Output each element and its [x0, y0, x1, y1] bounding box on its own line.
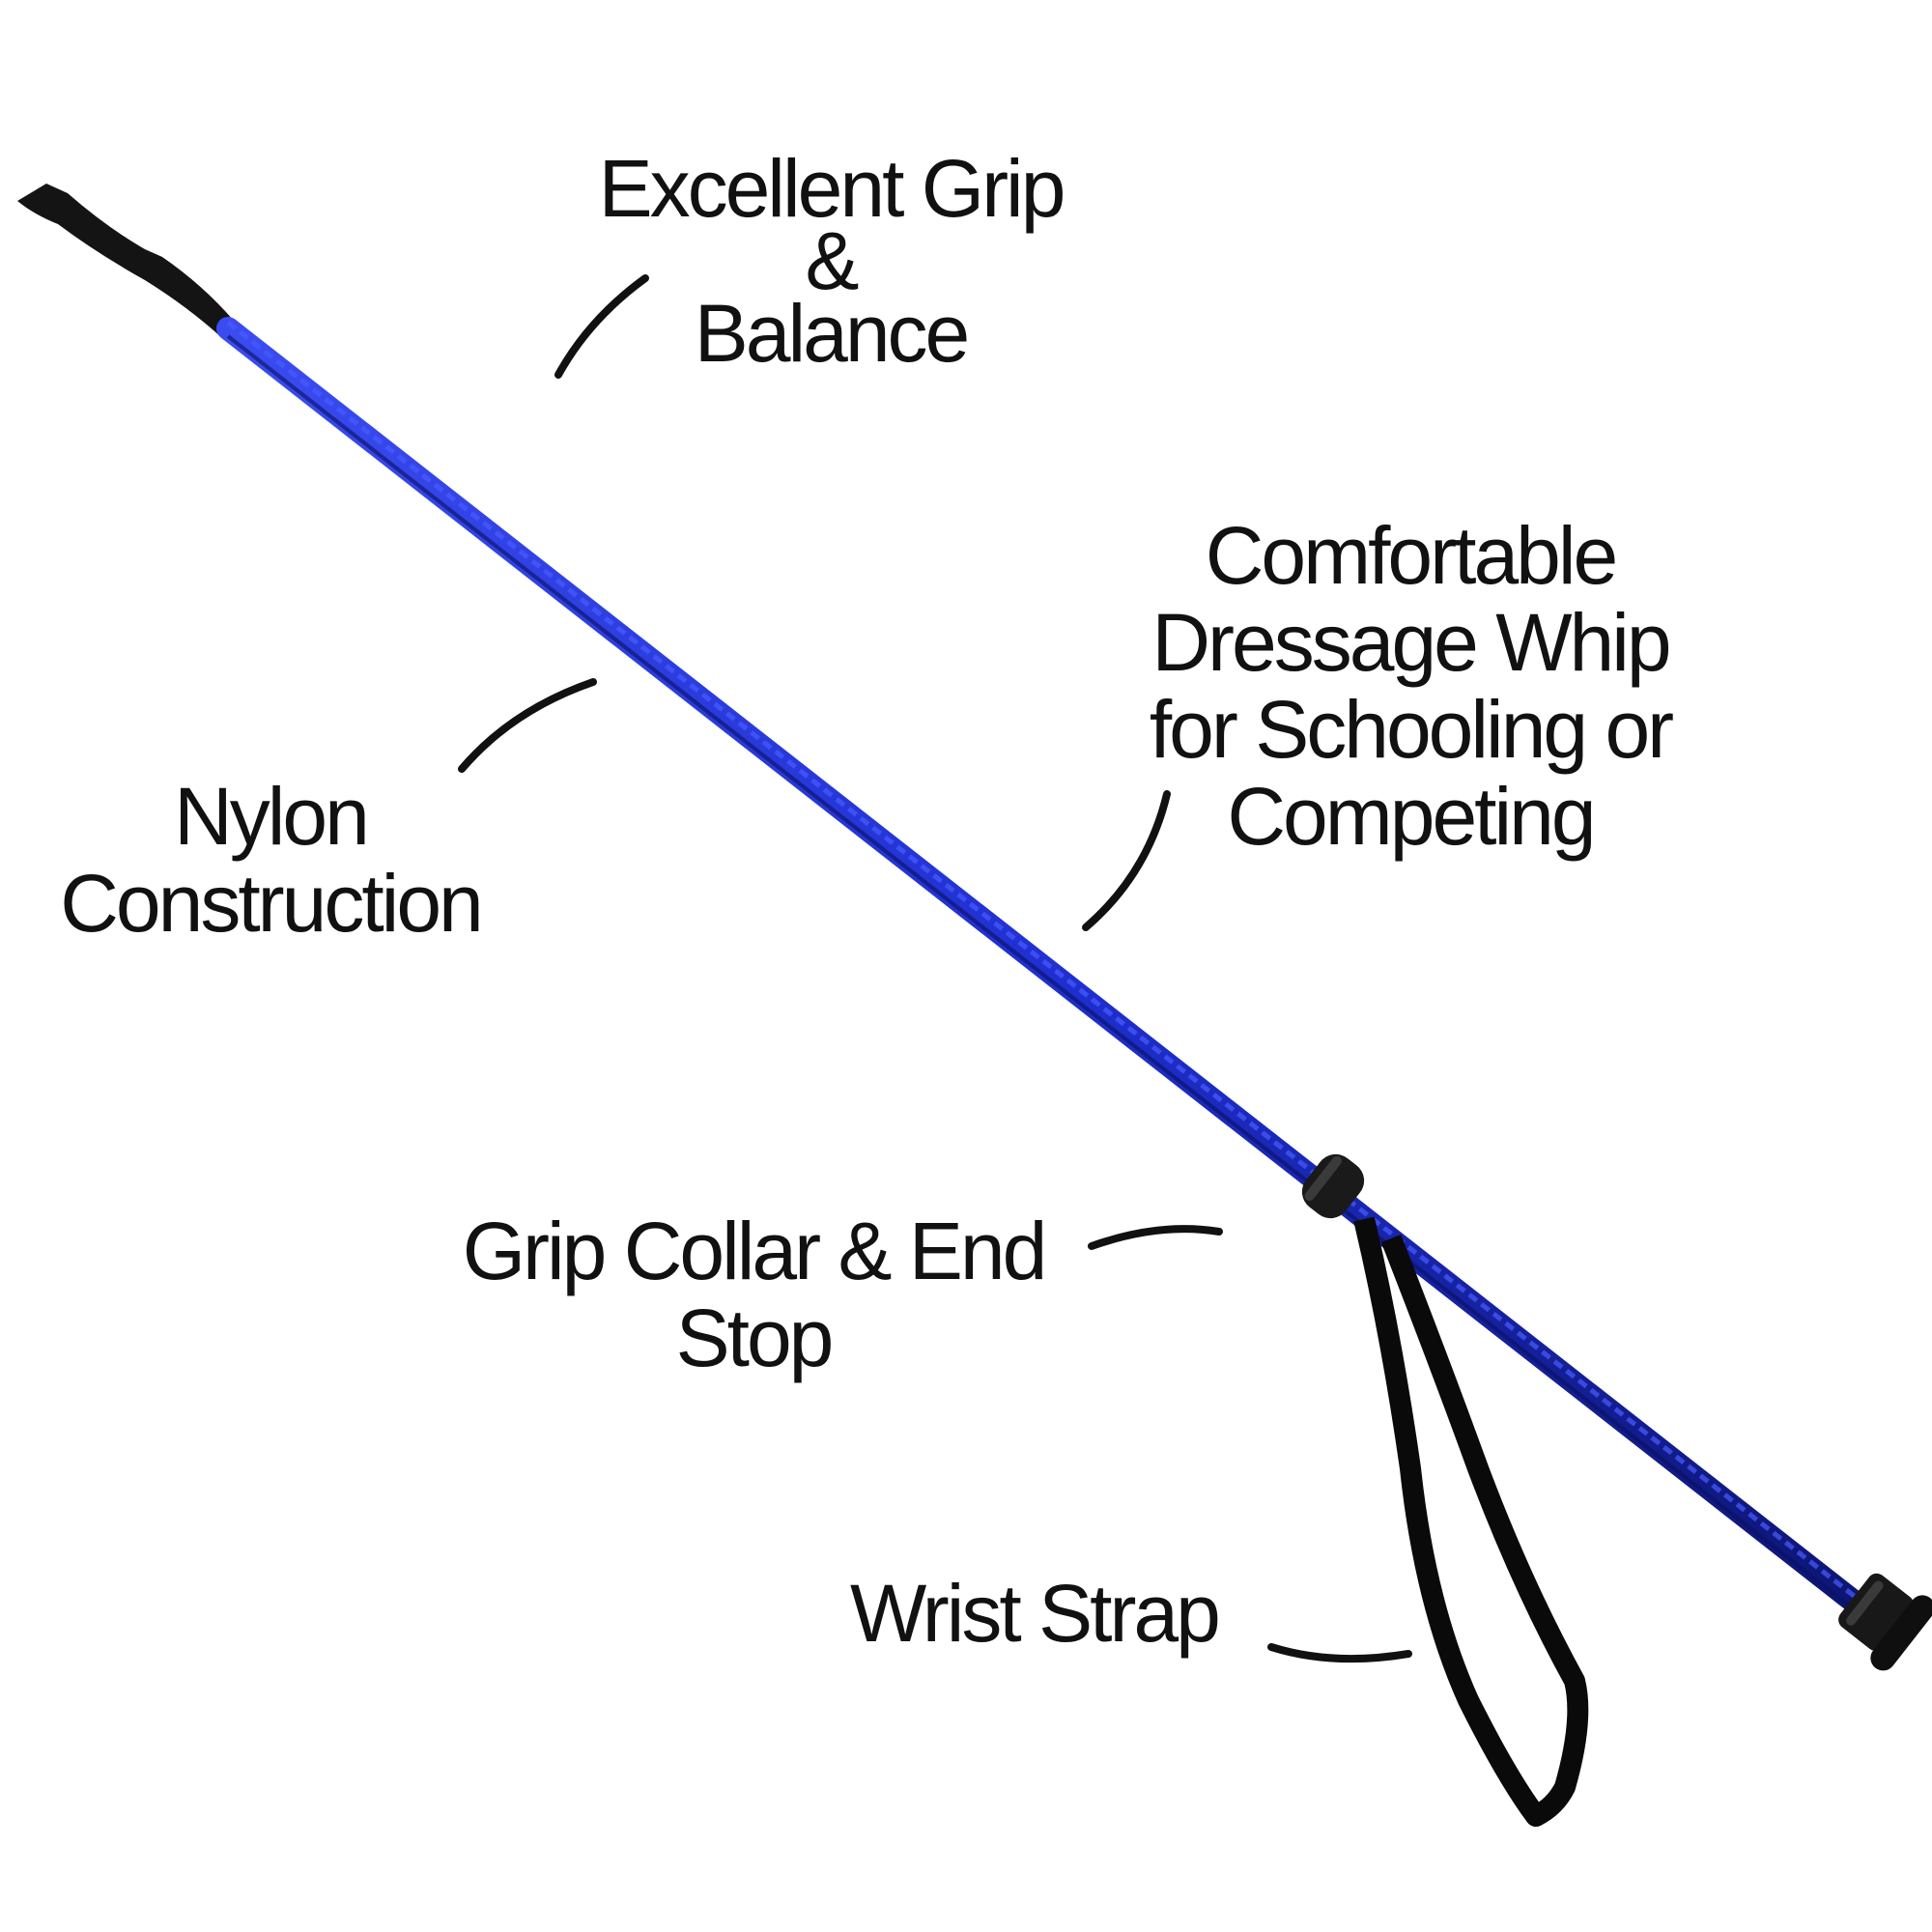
end-stop	[1838, 1573, 1932, 1671]
callout-line-wrist	[1267, 1643, 1412, 1663]
label-excellent-grip-balance: Excellent Grip & Balance	[541, 145, 1121, 377]
callout-line-grip	[554, 274, 649, 379]
grip-collar	[1301, 1153, 1365, 1219]
whip-shaft-highlight	[226, 321, 1895, 1629]
label-line: &	[805, 215, 859, 306]
callout-line-comfort	[1082, 790, 1171, 931]
whip-shaft	[216, 317, 1905, 1644]
label-line: Comfortable	[1205, 510, 1619, 601]
whip-tip-flapper	[17, 184, 234, 338]
label-line: Nylon	[174, 771, 370, 862]
label-line: Balance	[694, 288, 971, 379]
label-wrist-strap: Wrist Strap	[850, 1570, 1294, 1657]
label-nylon-construction: Nylon Construction	[0, 773, 541, 947]
label-line: Construction	[60, 858, 484, 949]
callout-line-nylon	[458, 678, 597, 773]
label-grip-collar-end-stop: Grip Collar & End Stop	[415, 1208, 1092, 1381]
label-line: Dressage Whip	[1151, 597, 1671, 688]
label-line: Wrist Strap	[850, 1568, 1221, 1659]
label-line: Grip Collar & End	[462, 1206, 1048, 1296]
label-line: Stop	[675, 1293, 835, 1383]
whip-shaft-shadow	[226, 334, 1895, 1642]
wrist-strap	[1353, 1216, 1589, 1827]
callout-line-collar	[1088, 1225, 1223, 1250]
label-line: for Schooling or	[1149, 684, 1674, 775]
label-line: Competing	[1227, 771, 1596, 862]
label-comfortable-dressage-whip: Comfortable Dressage Whip for Schooling …	[1072, 512, 1748, 860]
label-line: Excellent Grip	[598, 143, 1066, 234]
